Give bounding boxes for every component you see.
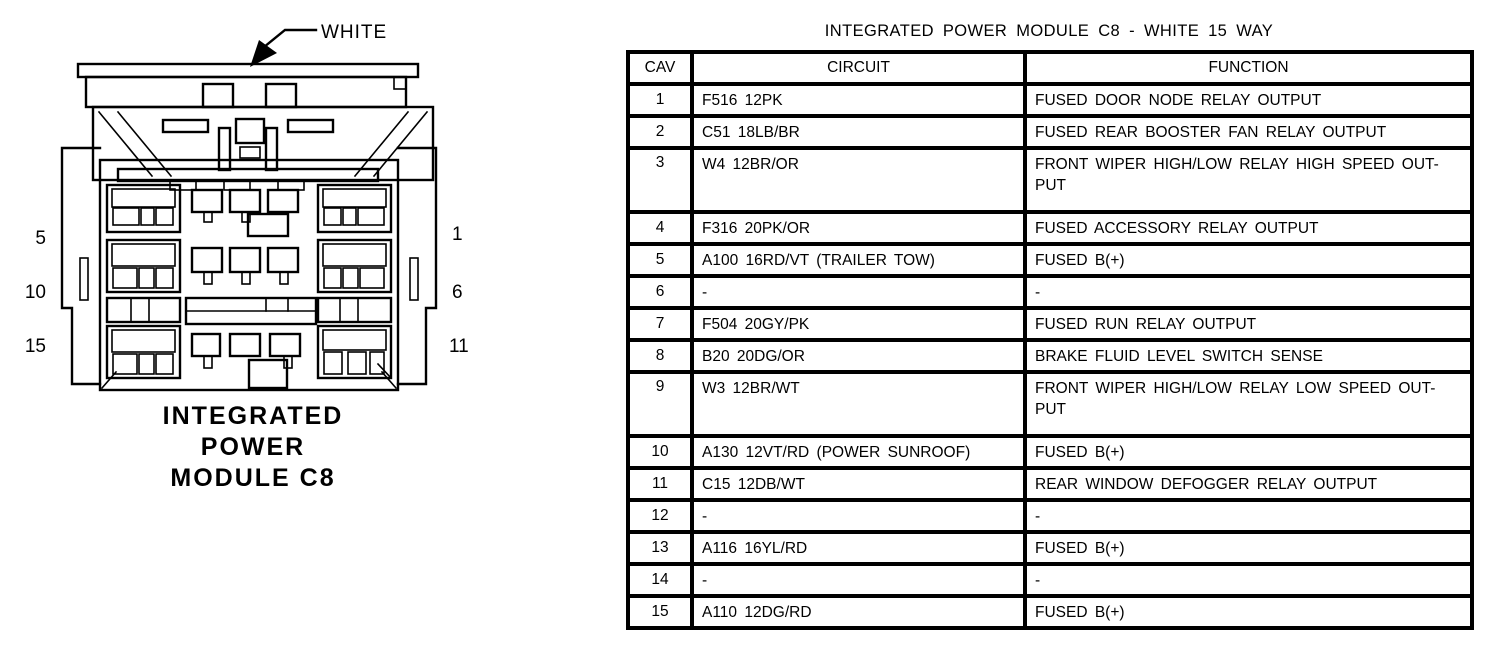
function-cell: BRAKE FLUID LEVEL SWITCH SENSE — [1023, 338, 1474, 374]
function-cell: - — [1023, 498, 1474, 534]
connector-diagram-panel: WHITE — [0, 0, 600, 650]
pin-label-1: 1 — [452, 224, 463, 245]
cav-cell: 5 — [626, 242, 694, 278]
connector-housing-outline — [60, 62, 438, 392]
circuit-cell: C51 18LB/BR — [690, 114, 1027, 150]
function-cell: FUSED B(+) — [1023, 530, 1474, 566]
function-cell: FUSED REAR BOOSTER FAN RELAY OUTPUT — [1023, 114, 1474, 150]
table-row: 6-- — [626, 274, 1474, 310]
circuit-cell: F316 20PK/OR — [690, 210, 1027, 246]
column-header-circuit: CIRCUIT — [690, 50, 1027, 86]
cav-cell: 3 — [626, 146, 694, 214]
table-row: 14-- — [626, 562, 1474, 598]
circuit-cell: A130 12VT/RD (POWER SUNROOF) — [690, 434, 1027, 470]
pin-label-6: 6 — [452, 282, 463, 303]
pin-number-labels: 5 10 15 1 6 11 — [25, 224, 469, 357]
column-header-function: FUNCTION — [1023, 50, 1474, 86]
pin-label-5: 5 — [35, 228, 46, 249]
connector-cavities — [105, 183, 393, 390]
caption-line-2: POWER — [201, 433, 305, 461]
connector-color-label: WHITE — [321, 22, 387, 43]
caption-line-3: MODULE C8 — [170, 464, 335, 492]
circuit-cell: F516 12PK — [690, 82, 1027, 118]
function-cell: FUSED B(+) — [1023, 594, 1474, 630]
circuit-cell: A116 16YL/RD — [690, 530, 1027, 566]
function-cell: FUSED ACCESSORY RELAY OUTPUT — [1023, 210, 1474, 246]
cav-cell: 6 — [626, 274, 694, 310]
circuit-cell: W4 12BR/OR — [690, 146, 1027, 214]
function-cell: - — [1023, 274, 1474, 310]
pinout-table-title: INTEGRATED POWER MODULE C8 - WHITE 15 WA… — [824, 22, 1274, 40]
pin-label-15: 15 — [25, 336, 46, 357]
circuit-cell: W3 12BR/WT — [690, 370, 1027, 438]
cav-cell: 9 — [626, 370, 694, 438]
function-cell: - — [1023, 562, 1474, 598]
cav-cell: 11 — [626, 466, 694, 502]
connector-caption: INTEGRATED POWER MODULE C8 — [163, 402, 344, 492]
circuit-cell: B20 20DG/OR — [690, 338, 1027, 374]
function-cell: FUSED B(+) — [1023, 242, 1474, 278]
caption-line-1: INTEGRATED — [163, 402, 344, 430]
cav-cell: 4 — [626, 210, 694, 246]
pin-label-10: 10 — [25, 282, 46, 303]
circuit-cell: A110 12DG/RD — [690, 594, 1027, 630]
circuit-cell: C15 12DB/WT — [690, 466, 1027, 502]
column-header-cav: CAV — [626, 50, 694, 86]
circuit-cell: A100 16RD/VT (TRAILER TOW) — [690, 242, 1027, 278]
function-cell: FUSED DOOR NODE RELAY OUTPUT — [1023, 82, 1474, 118]
pinout-table-panel: INTEGRATED POWER MODULE C8 - WHITE 15 WA… — [626, 22, 1474, 630]
cav-cell: 14 — [626, 562, 694, 598]
cav-cell: 15 — [626, 594, 694, 630]
cav-cell: 1 — [626, 82, 694, 118]
circuit-cell: - — [690, 562, 1027, 598]
function-cell: REAR WINDOW DEFOGGER RELAY OUTPUT — [1023, 466, 1474, 502]
cav-cell: 7 — [626, 306, 694, 342]
table-header-row: CAV CIRCUIT FUNCTION — [626, 50, 1474, 86]
connector-line-drawing: WHITE — [25, 22, 469, 492]
cav-cell: 10 — [626, 434, 694, 470]
circuit-cell: - — [690, 498, 1027, 534]
cav-cell: 12 — [626, 498, 694, 534]
function-cell: FRONT WIPER HIGH/LOW RELAY HIGH SPEED OU… — [1023, 146, 1474, 214]
function-cell: FRONT WIPER HIGH/LOW RELAY LOW SPEED OUT… — [1023, 370, 1474, 438]
cav-cell: 8 — [626, 338, 694, 374]
circuit-cell: F504 20GY/PK — [690, 306, 1027, 342]
table-row: 12-- — [626, 498, 1474, 534]
cav-cell: 13 — [626, 530, 694, 566]
pin-label-11: 11 — [449, 336, 469, 357]
function-cell: FUSED B(+) — [1023, 434, 1474, 470]
white-callout-arrow — [250, 28, 318, 67]
cav-cell: 2 — [626, 114, 694, 150]
function-cell: FUSED RUN RELAY OUTPUT — [1023, 306, 1474, 342]
circuit-cell: - — [690, 274, 1027, 310]
